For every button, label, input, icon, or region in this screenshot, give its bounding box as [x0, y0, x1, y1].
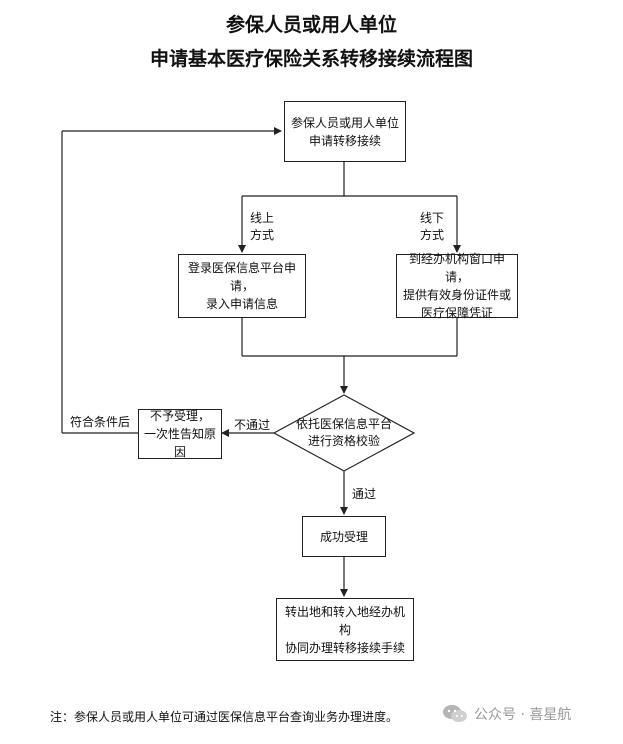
node-offline-apply: 到经办机构窗口申请，提供有效身份证件或医疗保障凭证: [396, 252, 518, 320]
footnote: 注：参保人员或用人单位可通过医保信息平台查询业务办理进度。: [50, 710, 399, 724]
node-accept: 成功受理: [302, 516, 386, 557]
wechat-icon: [443, 705, 467, 722]
label-eligible: 符合条件后: [70, 415, 131, 429]
label-fail: 不通过: [234, 418, 271, 432]
label-pass: 通过: [352, 487, 377, 501]
watermark-text: 公众号 · 喜星航: [474, 707, 572, 723]
label-online: 线上方式: [250, 211, 275, 242]
node-reject: 不予受理，一次性告知原因: [138, 409, 222, 459]
diagram-title-line1: 参保人员或用人单位: [225, 14, 397, 36]
watermark: 公众号 · 喜星航: [442, 704, 571, 724]
node-online-apply: 登录医保信息平台申请，录入申请信息: [178, 254, 306, 318]
label-offline: 线下方式: [420, 211, 445, 242]
node-finish: 转出地和转入地经办机构协同办理转移接续手续: [276, 598, 414, 661]
node-eligibility-check: 依托医保信息平台 进行资格校验: [295, 417, 392, 448]
node-start: 参保人员或用人单位申请转移接续: [284, 101, 406, 162]
diagram-title-line2: 申请基本医疗保险关系转移接续流程图: [149, 48, 473, 70]
